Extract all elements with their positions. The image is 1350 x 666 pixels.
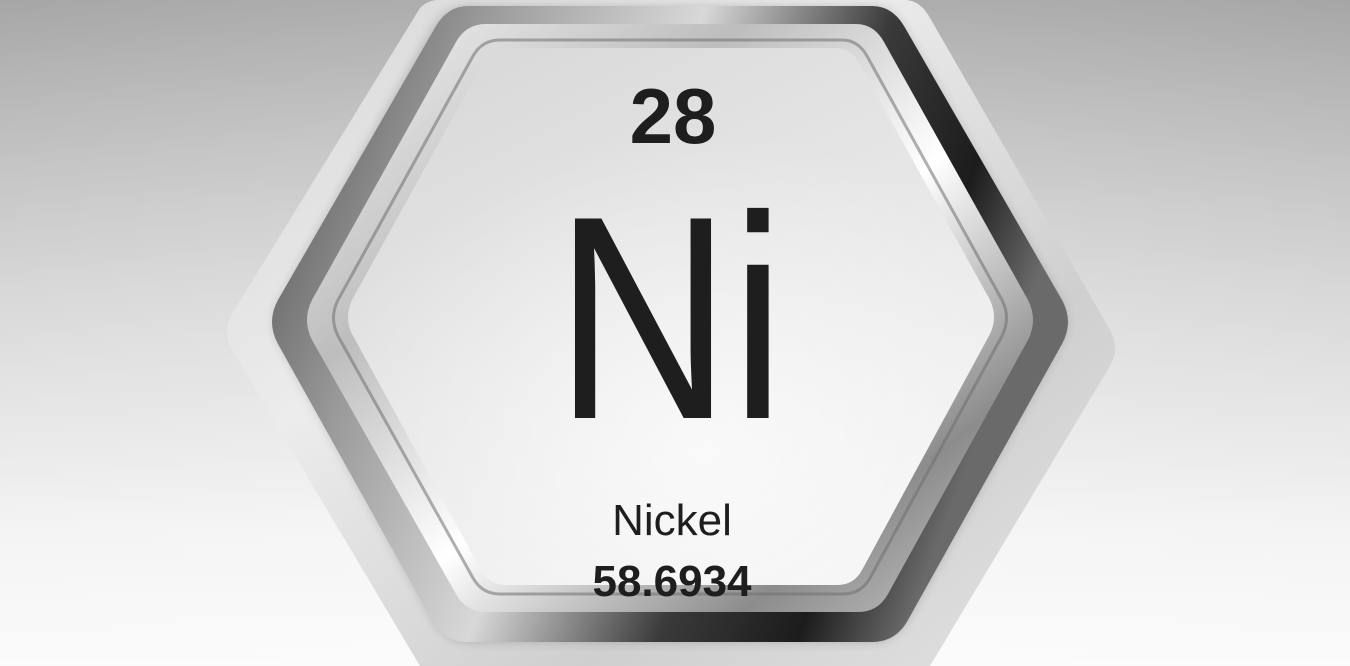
atomic-number: 28 — [630, 72, 717, 160]
element-symbol: Ni — [555, 156, 785, 480]
element-name: Nickel — [612, 496, 732, 545]
atomic-mass: 58.6934 — [592, 557, 752, 606]
